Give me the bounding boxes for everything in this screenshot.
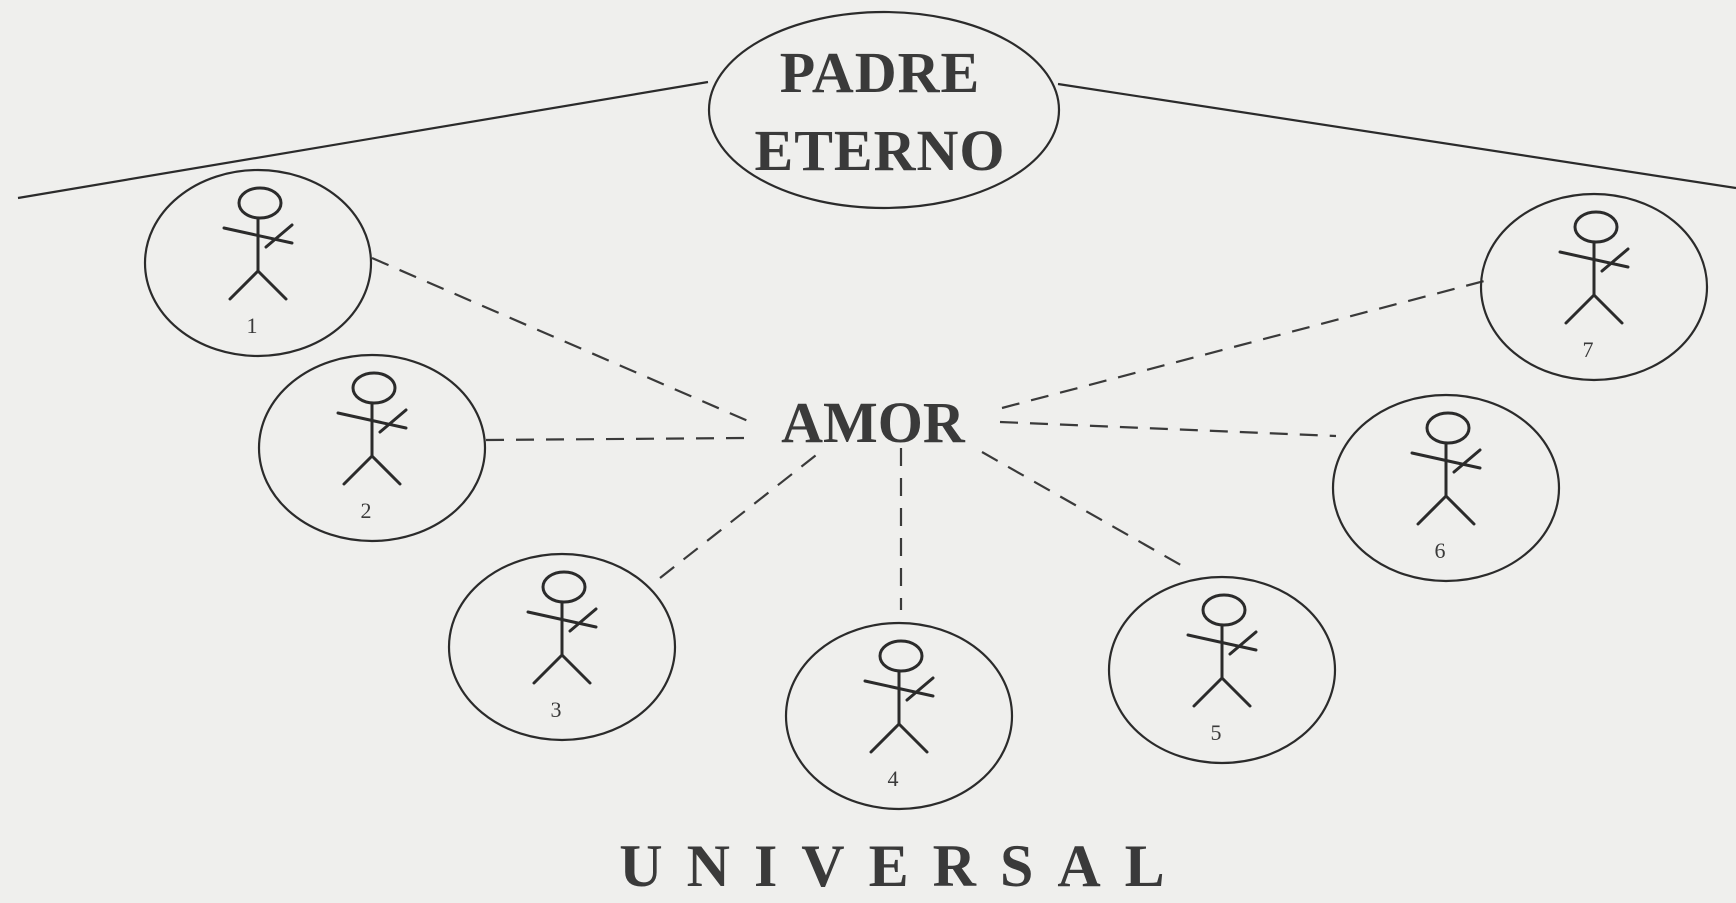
person-node-6: 6 (1331, 393, 1561, 583)
person-node-3: 3 (447, 552, 677, 742)
person-circle (447, 552, 677, 742)
person-number: 5 (1211, 720, 1222, 745)
connector-1 (371, 256, 756, 426)
connector-7 (1001, 278, 1489, 410)
person-node-7: 7 (1479, 192, 1709, 382)
person-circle (1331, 393, 1561, 583)
person-number: 4 (888, 766, 899, 791)
person-circle (1107, 575, 1337, 765)
person-circle (257, 353, 487, 543)
padre-eterno-ellipse (707, 10, 1061, 210)
connector-6 (999, 420, 1337, 438)
person-number: 3 (551, 697, 562, 722)
person-number: 2 (361, 498, 372, 523)
stick-figure-icon (1186, 593, 1258, 708)
stick-figure-icon (1558, 210, 1630, 325)
connector-5 (981, 451, 1187, 569)
connector-3 (659, 451, 821, 579)
padre-eterno-node: PADRE ETERNO (707, 10, 1061, 210)
stick-figure-icon (336, 371, 408, 486)
amor-label: AMOR (781, 390, 966, 455)
person-node-1: 1 (143, 168, 373, 358)
person-circle (143, 168, 373, 358)
universal-label: UNIVERSAL (619, 833, 1188, 899)
amor-connectors (371, 256, 1489, 610)
persons-group: 1 2 3 4 5 6 7 (143, 168, 1709, 811)
stick-figure-icon (222, 186, 294, 301)
padre-eterno-line2: ETERNO (755, 118, 1006, 183)
padre-eterno-line1: PADRE (780, 40, 980, 105)
person-node-2: 2 (257, 353, 487, 543)
person-node-5: 5 (1107, 575, 1337, 765)
person-circle (784, 621, 1014, 811)
stick-figure-icon (863, 639, 935, 754)
connector-2 (485, 436, 746, 442)
person-number: 7 (1583, 337, 1594, 362)
right-top-line (1057, 82, 1736, 190)
person-node-4: 4 (784, 621, 1014, 811)
person-number: 6 (1435, 538, 1446, 563)
stick-figure-icon (526, 570, 598, 685)
left-top-line (17, 80, 709, 200)
person-number: 1 (247, 313, 258, 338)
stick-figure-icon (1410, 411, 1482, 526)
person-circle (1479, 192, 1709, 382)
